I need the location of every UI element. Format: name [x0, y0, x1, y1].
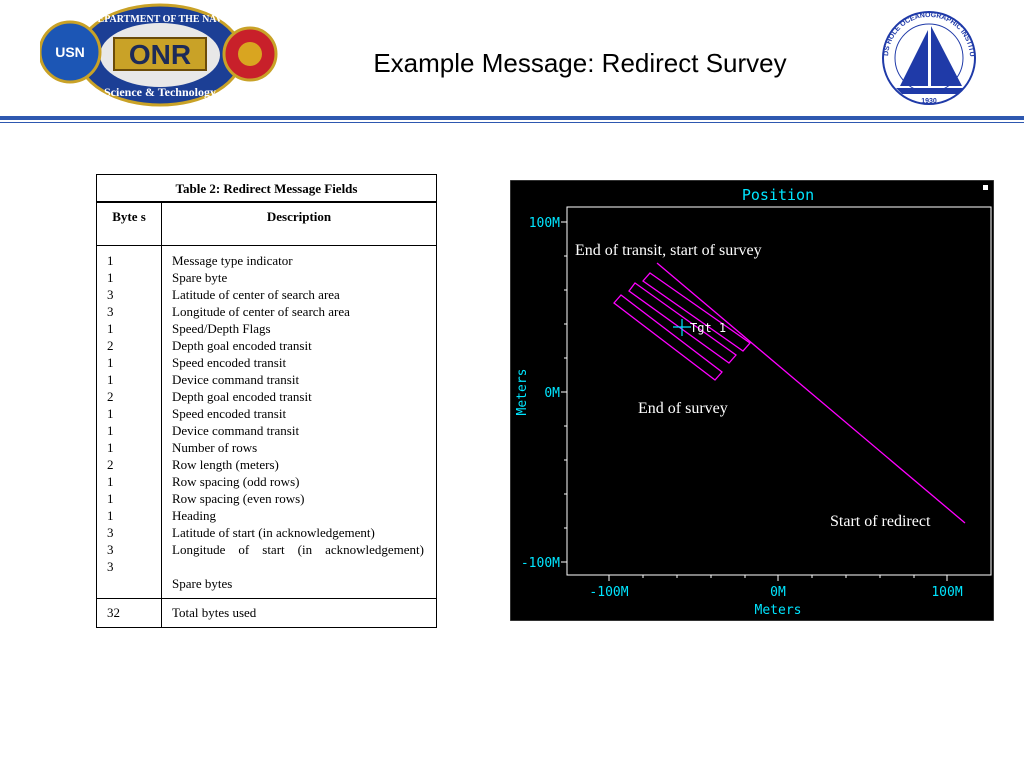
byte-cell: 2 [107, 389, 114, 404]
x-tick-label: 0M [770, 585, 786, 600]
target-label: Tgt 1 [690, 321, 726, 335]
desc-cell: Heading [172, 508, 217, 523]
redirect-fields-table: Table 2: Redirect Message Fields Byte s … [96, 174, 437, 628]
byte-cell: 2 [107, 457, 114, 472]
header-rule-thin [0, 122, 1024, 123]
header-rule [0, 116, 1024, 120]
byte-cell: 1 [107, 270, 114, 285]
y-tick-label: 0M [544, 386, 560, 401]
byte-cell: 1 [107, 474, 114, 489]
plot-background [510, 180, 994, 621]
x-tick-label: -100M [589, 585, 628, 600]
byte-cell: 1 [107, 406, 114, 421]
desc-cell: Device command transit [172, 423, 300, 438]
plot-title: Position [742, 186, 814, 204]
byte-cell: 1 [107, 253, 114, 268]
x-axis-label: Meters [755, 603, 802, 618]
desc-cell: Longitude of center of search area [172, 304, 350, 319]
y-ticks [561, 221, 567, 563]
whoi-logo: WOODS HOLE OCEANOGRAPHIC INSTITUTION 193… [874, 8, 976, 105]
svg-text:USN: USN [55, 44, 85, 60]
desc-cell: Message type indicator [172, 253, 293, 268]
byte-cell: 1 [107, 355, 114, 370]
byte-cell: 3 [107, 559, 114, 574]
annotation-start-redirect: Start of redirect [830, 513, 931, 530]
total-bytes-cell: 32 [96, 598, 162, 628]
desc-cell: Row spacing (even rows) [172, 491, 305, 506]
x-tick-label: 100M [931, 585, 962, 600]
svg-text:1930: 1930 [921, 98, 937, 105]
byte-cell: 1 [107, 321, 114, 336]
desc-cell: Speed encoded transit [172, 355, 287, 370]
survey-pattern [613, 272, 751, 381]
total-desc-cell: Total bytes used [161, 598, 437, 628]
byte-cell: 1 [107, 372, 114, 387]
desc-cell: Spare byte [172, 270, 228, 285]
bytes-header: Byte s [96, 201, 162, 246]
desc-cell: Longitude of start (in acknowledgement) [172, 542, 424, 557]
desc-cell: Device command transit [172, 372, 300, 387]
svg-text:DEPARTMENT OF THE NAVY: DEPARTMENT OF THE NAVY [90, 14, 230, 25]
bytes-column: 1 1 3 3 1 2 1 1 2 1 1 1 2 1 1 1 3 3 3 [96, 245, 162, 599]
plot-frame [566, 206, 992, 576]
target-marker [673, 319, 691, 336]
page-title: Example Message: Redirect Survey [373, 48, 787, 78]
desc-cell: Depth goal encoded transit [172, 389, 312, 404]
description-header: Description [161, 201, 437, 246]
byte-cell: 2 [107, 338, 114, 353]
desc-cell: Row spacing (odd rows) [172, 474, 300, 489]
svg-text:ONR: ONR [129, 39, 191, 70]
annotation-end-survey: End of survey [638, 400, 728, 417]
byte-cell: 1 [107, 491, 114, 506]
annotation-transit: End of transit, start of survey [575, 242, 762, 259]
y-tick-label: -100M [521, 556, 560, 571]
slide-header: DEPARTMENT OF THE NAVY ONR Science & Tec… [0, 0, 1024, 123]
onr-logo: DEPARTMENT OF THE NAVY ONR Science & Tec… [40, 3, 278, 107]
desc-cell: Row length (meters) [172, 457, 279, 472]
desc-cell: Depth goal encoded transit [172, 338, 312, 353]
byte-cell: 3 [107, 287, 114, 302]
byte-cell: 3 [107, 525, 114, 540]
desc-cell: Speed/Depth Flags [172, 321, 271, 336]
y-tick-label: 100M [529, 216, 560, 231]
byte-cell: 1 [107, 440, 114, 455]
desc-cell: Latitude of start (in acknowledgement) [172, 525, 375, 540]
desc-cell: Latitude of center of search area [172, 287, 340, 302]
desc-cell: Number of rows [172, 440, 258, 455]
desc-cell: Spare bytes [172, 576, 233, 591]
byte-cell: 3 [107, 304, 114, 319]
byte-cell: 1 [107, 423, 114, 438]
byte-cell: 3 [107, 542, 114, 557]
corner-marker [983, 185, 988, 190]
x-ticks [608, 575, 948, 581]
table-caption: Table 2: Redirect Message Fields [96, 174, 437, 203]
description-column: Message type indicator Spare byte Latitu… [161, 245, 437, 599]
byte-cell: 1 [107, 508, 114, 523]
desc-cell: Speed encoded transit [172, 406, 287, 421]
position-plot: Position 100M 0M -100M -100M 0M 100M Met… [510, 180, 994, 621]
svg-text:Science & Technology: Science & Technology [104, 85, 216, 99]
transit-track [656, 262, 966, 524]
y-axis-label: Meters [515, 369, 530, 416]
